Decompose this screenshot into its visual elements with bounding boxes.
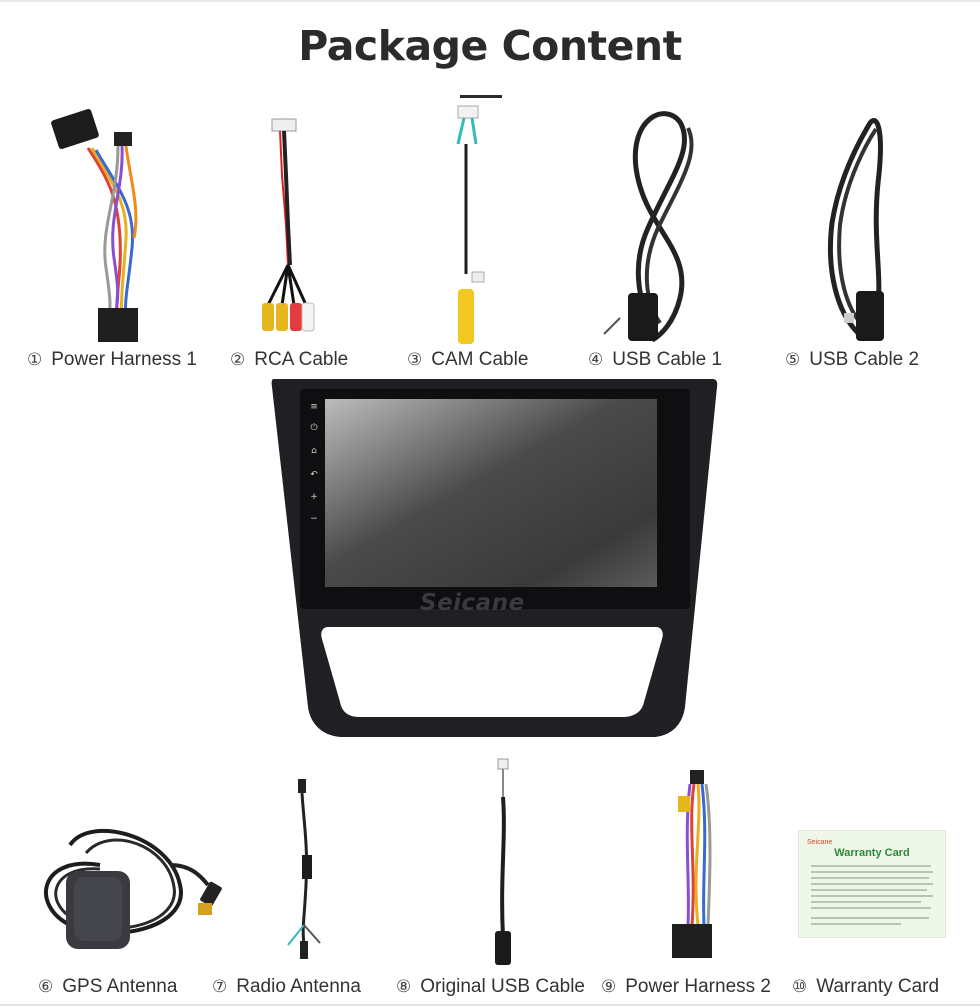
brand-logo: Seicane (420, 590, 525, 616)
item-name-4: USB Cable 1 (612, 349, 723, 370)
back-icon[interactable]: ↶ (310, 470, 318, 480)
top-divider (0, 0, 980, 2)
item-number-8: ⑧ (396, 977, 412, 997)
item-label-6: ⑥ GPS Antenna (38, 976, 177, 998)
item-name-10: Warranty Card (816, 976, 940, 997)
item-number-7: ⑦ (212, 977, 228, 997)
warranty-text-line (811, 883, 933, 885)
item-label-1: ① Power Harness 1 (27, 349, 197, 371)
warranty-text-line (811, 917, 929, 919)
warranty-text-line (811, 889, 927, 891)
title-underline (460, 95, 502, 98)
item-number-10: ⑩ (792, 977, 808, 997)
camera-cable-icon (456, 105, 485, 344)
item-number-4: ④ (588, 350, 604, 370)
power-harness-icon (51, 109, 138, 342)
item-number-5: ⑤ (785, 350, 801, 370)
volume-down-icon[interactable]: − (310, 514, 318, 524)
bottom-divider (0, 1004, 980, 1006)
warranty-text-line (811, 907, 931, 909)
item-label-2: ② RCA Cable (230, 349, 348, 371)
power-icon[interactable]: ⏻ (310, 423, 318, 433)
radio-antenna-image (280, 775, 330, 965)
item-name-7: Radio Antenna (236, 976, 361, 997)
rca-cable-image (258, 115, 318, 345)
item-name-8: Original USB Cable (420, 976, 585, 997)
warranty-text-line (811, 877, 929, 879)
usb-cable-icon (495, 758, 511, 965)
usb-cable-2-image (818, 113, 898, 345)
item-name-5: USB Cable 2 (809, 349, 920, 370)
cam-cable-image (448, 104, 488, 348)
warranty-text-line (811, 865, 931, 867)
item-label-3: ③ CAM Cable (407, 349, 528, 371)
item-label-8: ⑧ Original USB Cable (396, 976, 585, 998)
item-name-6: GPS Antenna (62, 976, 178, 997)
item-label-4: ④ USB Cable 1 (588, 349, 722, 371)
item-label-7: ⑦ Radio Antenna (212, 976, 361, 998)
item-name-1: Power Harness 1 (51, 349, 197, 370)
power-harness-1-image (48, 108, 148, 348)
item-label-10: ⑩ Warranty Card (792, 976, 939, 998)
item-number-2: ② (230, 350, 246, 370)
warranty-text-line (811, 895, 933, 897)
original-usb-cable-image (488, 757, 518, 969)
power-harness-icon (672, 770, 712, 958)
rca-cable-icon (262, 118, 315, 332)
page-title: Package Content (298, 22, 682, 70)
warranty-card-brand: Seicane (807, 839, 833, 846)
head-unit-frame (271, 379, 718, 737)
warranty-text-line (811, 871, 933, 873)
item-number-6: ⑥ (38, 977, 54, 997)
home-icon[interactable]: ⌂ (311, 446, 317, 456)
usb-cable-1-image (600, 108, 710, 348)
item-number-1: ① (27, 350, 43, 370)
warranty-card-image: Seicane Warranty Card (798, 830, 946, 938)
menu-button-icon[interactable]: ≡ (310, 402, 318, 412)
item-number-9: ⑨ (601, 977, 617, 997)
warranty-text-line (811, 901, 921, 903)
item-label-9: ⑨ Power Harness 2 (601, 976, 771, 998)
item-label-5: ⑤ USB Cable 2 (785, 349, 919, 371)
warranty-text-line (811, 923, 901, 925)
warranty-card-title: Warranty Card (834, 847, 910, 859)
usb-cable-icon (827, 118, 884, 341)
head-unit-image: ≡ ⏻ ⌂ ↶ + − Seicane (270, 377, 720, 742)
item-number-3: ③ (407, 350, 423, 370)
gps-antenna-icon (44, 829, 222, 949)
item-name-2: RCA Cable (254, 349, 349, 370)
gps-antenna-image (30, 795, 230, 955)
item-name-9: Power Harness 2 (625, 976, 771, 997)
power-harness-2-image (668, 766, 728, 962)
volume-up-icon[interactable]: + (310, 492, 318, 502)
usb-cable-icon (603, 111, 694, 343)
item-name-3: CAM Cable (431, 349, 529, 370)
radio-antenna-icon (287, 779, 321, 959)
